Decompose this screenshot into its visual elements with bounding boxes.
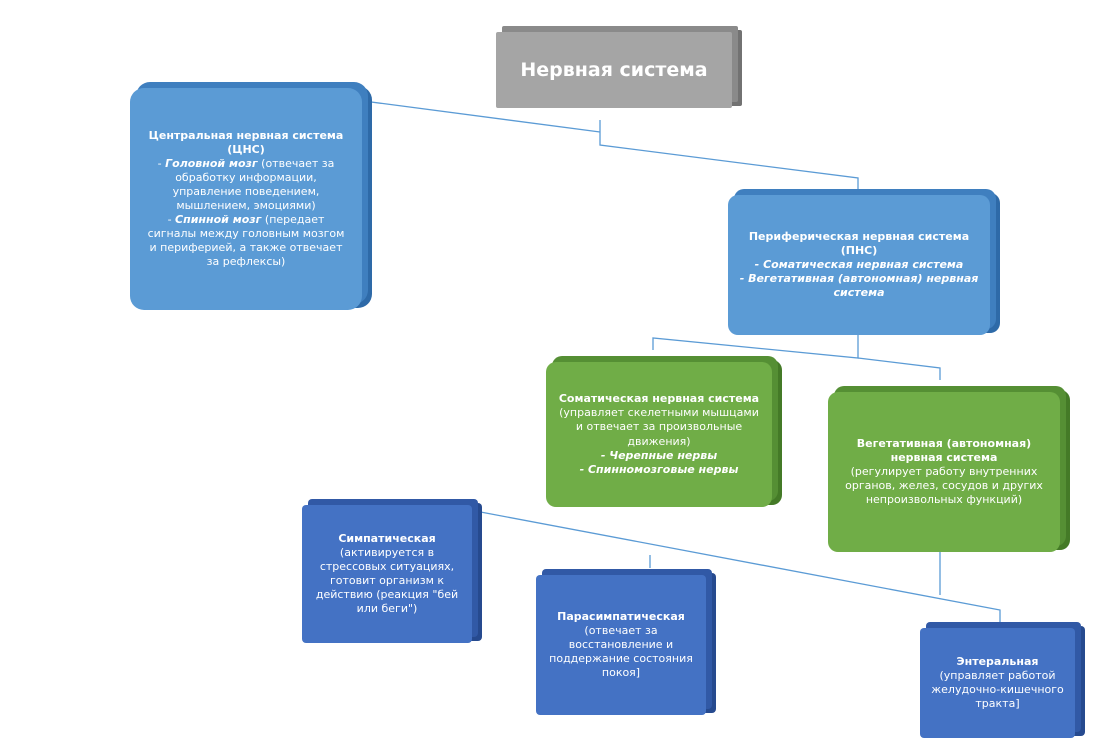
cns-title: Центральная нервная система (ЦНС)	[148, 128, 344, 156]
connector-pns-autonomic	[857, 357, 941, 380]
root-title: Нервная система	[520, 58, 708, 81]
cns-spine-bullet: -	[167, 213, 176, 227]
parasympathetic-title: Парасимпатическая	[557, 609, 685, 623]
cns-spine-item: - Спинной мозг (передает сигналы между г…	[144, 213, 348, 269]
somatic-desc: (управляет скелетными мышцами и отвечает…	[559, 406, 759, 448]
cns-brain-item: - Головной мозг (отвечает за обработку и…	[144, 157, 348, 213]
sympathetic-node: Симпатическая (активируется в стрессовых…	[302, 505, 472, 643]
enteric-title: Энтеральная	[956, 654, 1039, 668]
autonomic-title: Вегетативная (автономная) нервная систем…	[856, 436, 1032, 464]
connector-root-pns	[599, 120, 859, 190]
somatic-item-spinal: - Спинномозговые нервы	[579, 462, 739, 476]
somatic-title: Соматическая нервная система	[558, 392, 760, 406]
parasympathetic-desc: (отвечает за восстановление и поддержани…	[549, 623, 693, 680]
sympathetic-desc: (активируется в стрессовых ситуациях, го…	[315, 545, 459, 616]
cns-spine-name: Спинной мозг	[175, 213, 262, 227]
pns-node: Периферическая нервная система (ПНС) - С…	[728, 195, 990, 335]
cns-brain-bullet: -	[157, 156, 166, 170]
enteric-desc: (управляет работой желудочно-кишечного т…	[931, 668, 1064, 711]
pns-item-somatic: - Соматическая нервная система	[754, 257, 964, 271]
enteric-node: Энтеральная (управляет работой желудочно…	[920, 628, 1075, 738]
somatic-node: Соматическая нервная система (управляет …	[546, 362, 772, 507]
sympathetic-title: Симпатическая	[338, 531, 436, 545]
cns-brain-desc: (отвечает за обработку информации, управ…	[172, 156, 335, 212]
autonomic-node: Вегетативная (автономная) нервная систем…	[828, 392, 1060, 552]
autonomic-desc: (регулирует работу внутренних органов, ж…	[845, 464, 1043, 507]
cns-brain-name: Головной мозг	[165, 156, 258, 170]
pns-item-autonomic: - Вегетативная (автономная) нервная сист…	[739, 272, 979, 300]
connector-sympathetic-enteric	[469, 509, 1001, 625]
parasympathetic-node: Парасимпатическая (отвечает за восстанов…	[536, 575, 706, 715]
pns-title: Периферическая нервная система (ПНС)	[748, 229, 970, 257]
connector-root-cns	[355, 99, 601, 133]
connector-pns-somatic	[652, 335, 859, 359]
cns-node: Центральная нервная система (ЦНС) - Голо…	[130, 88, 362, 310]
root-node: Нервная система	[496, 32, 732, 108]
cns-spine-desc: (передает сигналы между головным мозгом …	[147, 213, 345, 269]
somatic-item-cranial: - Черепные нервы	[600, 448, 718, 462]
